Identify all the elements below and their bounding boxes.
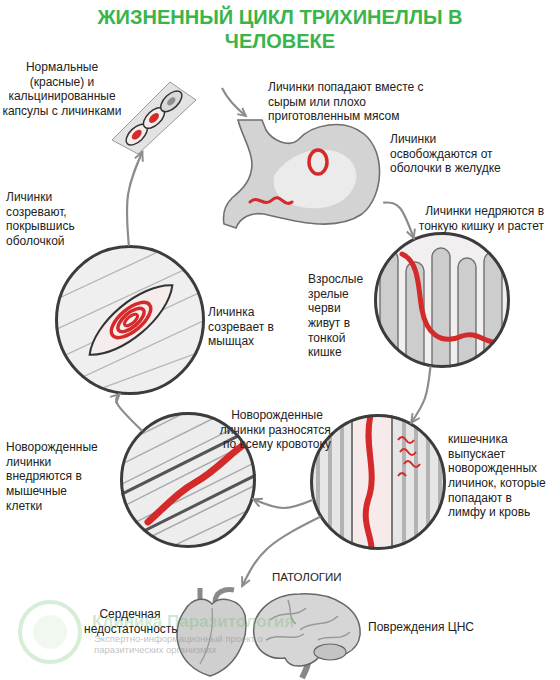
circle-border bbox=[376, 234, 509, 367]
cycle-arrow bbox=[253, 499, 312, 508]
stage-caption: Личинка созревает в мышцах bbox=[208, 305, 280, 349]
cycle-arrow bbox=[127, 152, 142, 245]
cycle-arrow bbox=[116, 394, 141, 430]
circle-outline bbox=[55, 245, 205, 395]
calcified-larva bbox=[166, 96, 177, 107]
larva-coil bbox=[147, 111, 160, 124]
stomach-lining bbox=[274, 149, 357, 208]
stage-caption: Личинки недряются в тонкую кишку и расте… bbox=[404, 204, 544, 233]
larva-coil bbox=[309, 150, 327, 174]
larva-coil bbox=[114, 304, 148, 335]
larva-worm bbox=[250, 198, 292, 204]
calcified-capsule bbox=[157, 87, 185, 115]
intestine-circle: Личинки недряются в тонкую кишку и расте… bbox=[374, 232, 510, 368]
larva-coil bbox=[130, 128, 143, 141]
entry-arrow bbox=[222, 88, 246, 116]
bloodstream-circle: кишечника выпускает новорожденных личино… bbox=[310, 414, 446, 550]
stomach-figure: Личинки попадают вместе с сырым или плох… bbox=[222, 114, 384, 236]
watermark-subtitle: Экспертно-информационный проект о парази… bbox=[94, 633, 269, 656]
stage-caption: Новорожденные личинки внедряются в мышеч… bbox=[6, 440, 101, 513]
watermark-logo bbox=[20, 602, 80, 662]
heart-figure: Сердечная недостаточность bbox=[170, 586, 252, 678]
muscle-invasion-circle: Новорожденные личинки внедряются в мышеч… bbox=[120, 412, 256, 548]
stage-caption: Личинки попадают вместе с сырым или плох… bbox=[268, 80, 436, 124]
cerebellum bbox=[314, 644, 346, 660]
stage-caption: кишечника выпускает новорожденных личино… bbox=[448, 432, 548, 520]
stage-caption: Нормальные (красные) и кальцинированные … bbox=[2, 60, 122, 119]
larva-worm bbox=[366, 418, 372, 556]
larva-coil bbox=[123, 312, 140, 328]
section-label: ПАТОЛОГИИ bbox=[272, 571, 367, 585]
stage-caption: Личинки созревают, покрывшись оболочкой bbox=[6, 190, 106, 249]
circle-border bbox=[57, 247, 204, 394]
circle-outline bbox=[120, 412, 256, 548]
edge-group bbox=[116, 152, 430, 586]
stage-caption: Взрослые зрелые черви живут в тонкой киш… bbox=[308, 272, 374, 360]
muscle-fibers bbox=[55, 230, 205, 400]
encysted-larva-circle: Личинки созревают, покрывшись оболочкойЛ… bbox=[55, 245, 205, 395]
stage-caption: Сердечная недостаточность bbox=[84, 607, 176, 636]
watermark-logo bbox=[33, 615, 67, 649]
larva-coil bbox=[106, 296, 157, 344]
diagram-title: ЖИЗНЕННЫЙ ЦИКЛ ТРИХИНЕЛЛЫ В ЧЕЛОВЕКЕ bbox=[95, 6, 465, 53]
intestine-view bbox=[372, 230, 512, 372]
cyst-capsule bbox=[79, 273, 183, 368]
muscle-tissue bbox=[112, 82, 196, 154]
circle-border bbox=[122, 414, 255, 547]
circle-outline bbox=[374, 232, 510, 368]
stage-caption: Личинки освобождаются от оболочки в желу… bbox=[390, 132, 508, 176]
stomach-shape bbox=[223, 120, 379, 228]
adult-worm bbox=[402, 254, 504, 343]
stage-caption: Новорожденные личинки разносятся, по все… bbox=[218, 408, 336, 452]
encysted-view bbox=[53, 230, 207, 400]
larva-worm bbox=[148, 446, 242, 522]
capsule-figure: Нормальные (красные) и кальцинированные … bbox=[112, 82, 196, 152]
cyst-group bbox=[79, 273, 183, 368]
capsule-group bbox=[123, 87, 186, 148]
brain-figure: Повреждения ЦНС bbox=[246, 590, 364, 674]
stage-caption: Повреждения ЦНС bbox=[368, 620, 478, 635]
cycle-arrow bbox=[384, 202, 414, 238]
cycle-arrow bbox=[242, 517, 319, 586]
cycle-arrow bbox=[411, 367, 430, 423]
blood-vessel bbox=[352, 408, 392, 558]
newborn-larvae bbox=[398, 437, 420, 476]
